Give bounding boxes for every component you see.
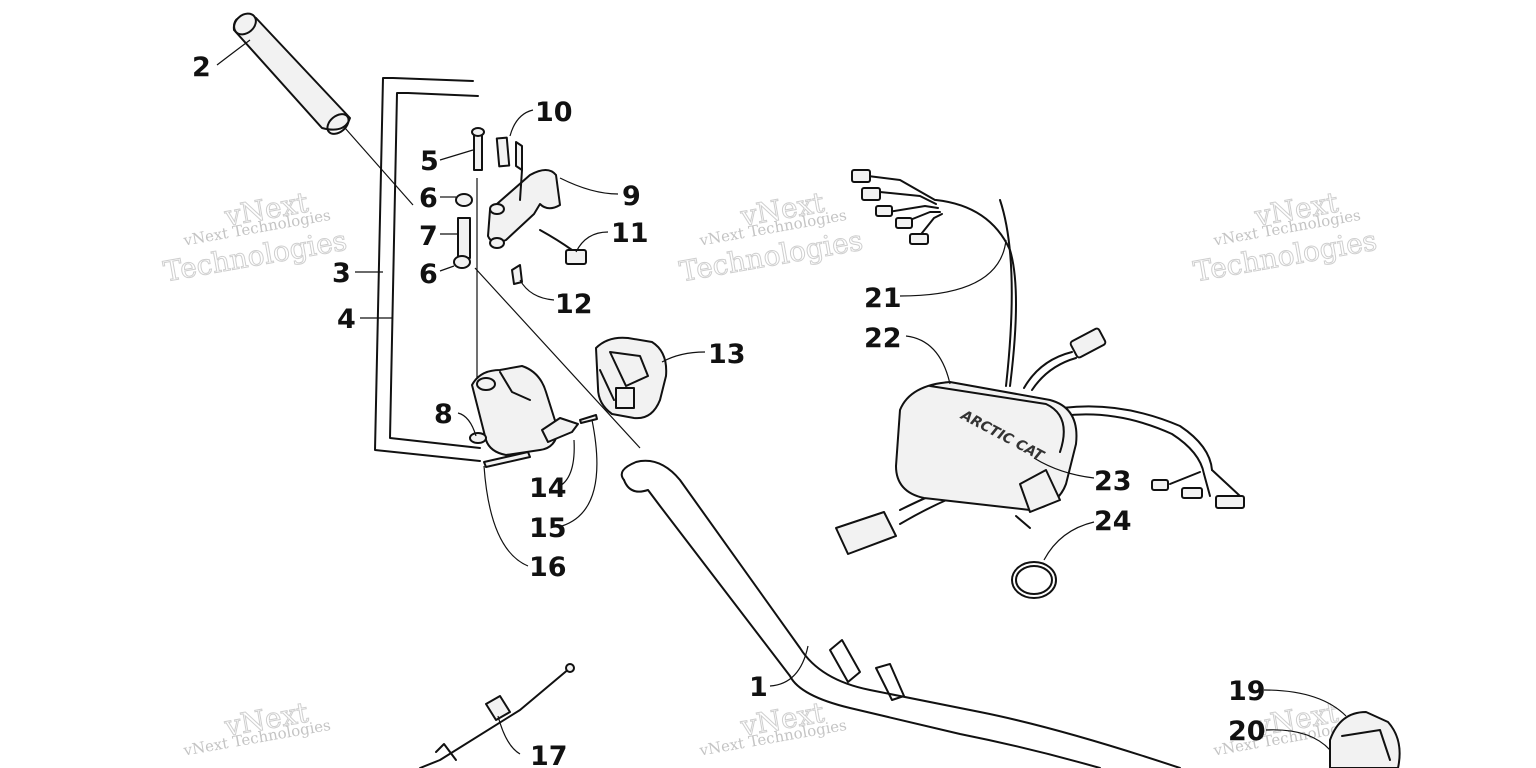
callout-23: 23 [1094,466,1132,497]
throttle-cable [419,663,575,768]
throttle-lever-assembly [453,127,641,449]
callout-12: 12 [555,289,593,320]
callout-7: 7 [419,221,438,252]
handlebar [620,459,1181,768]
callout-17: 17 [530,741,568,768]
callout-16: 16 [529,552,567,583]
right-switch-housing [1329,711,1401,768]
callout-19: 19 [1228,676,1266,707]
callout-6: 6 [419,259,438,290]
callout-1: 1 [749,672,768,703]
leader-lines [216,39,1347,755]
callout-14: 14 [529,473,567,504]
clamp-ring [1011,561,1057,599]
callout-labels: 2 3 4 5 6 7 6 8 9 10 11 12 13 14 15 16 1… [192,52,1266,768]
callout-21: 21 [864,283,902,314]
throttle-housing [469,365,598,468]
throttle-housing-bracket [374,77,481,462]
callout-10: 10 [535,97,573,128]
callout-9: 9 [622,181,641,212]
callout-5: 5 [420,146,439,177]
callout-6: 6 [419,183,438,214]
callout-20: 20 [1228,716,1266,747]
callout-11: 11 [611,218,649,249]
callout-8: 8 [434,399,453,430]
callout-22: 22 [864,323,902,354]
callout-3: 3 [332,258,351,289]
control-module: ARCTIC CAT [895,381,1078,529]
callout-15: 15 [529,513,567,544]
callout-2: 2 [192,52,211,83]
callout-4: 4 [337,304,356,335]
handlebar-grip [232,12,414,206]
callout-24: 24 [1094,506,1132,537]
switch-housing [595,336,668,420]
wiring-harness [835,169,1245,555]
callout-13: 13 [708,339,746,370]
